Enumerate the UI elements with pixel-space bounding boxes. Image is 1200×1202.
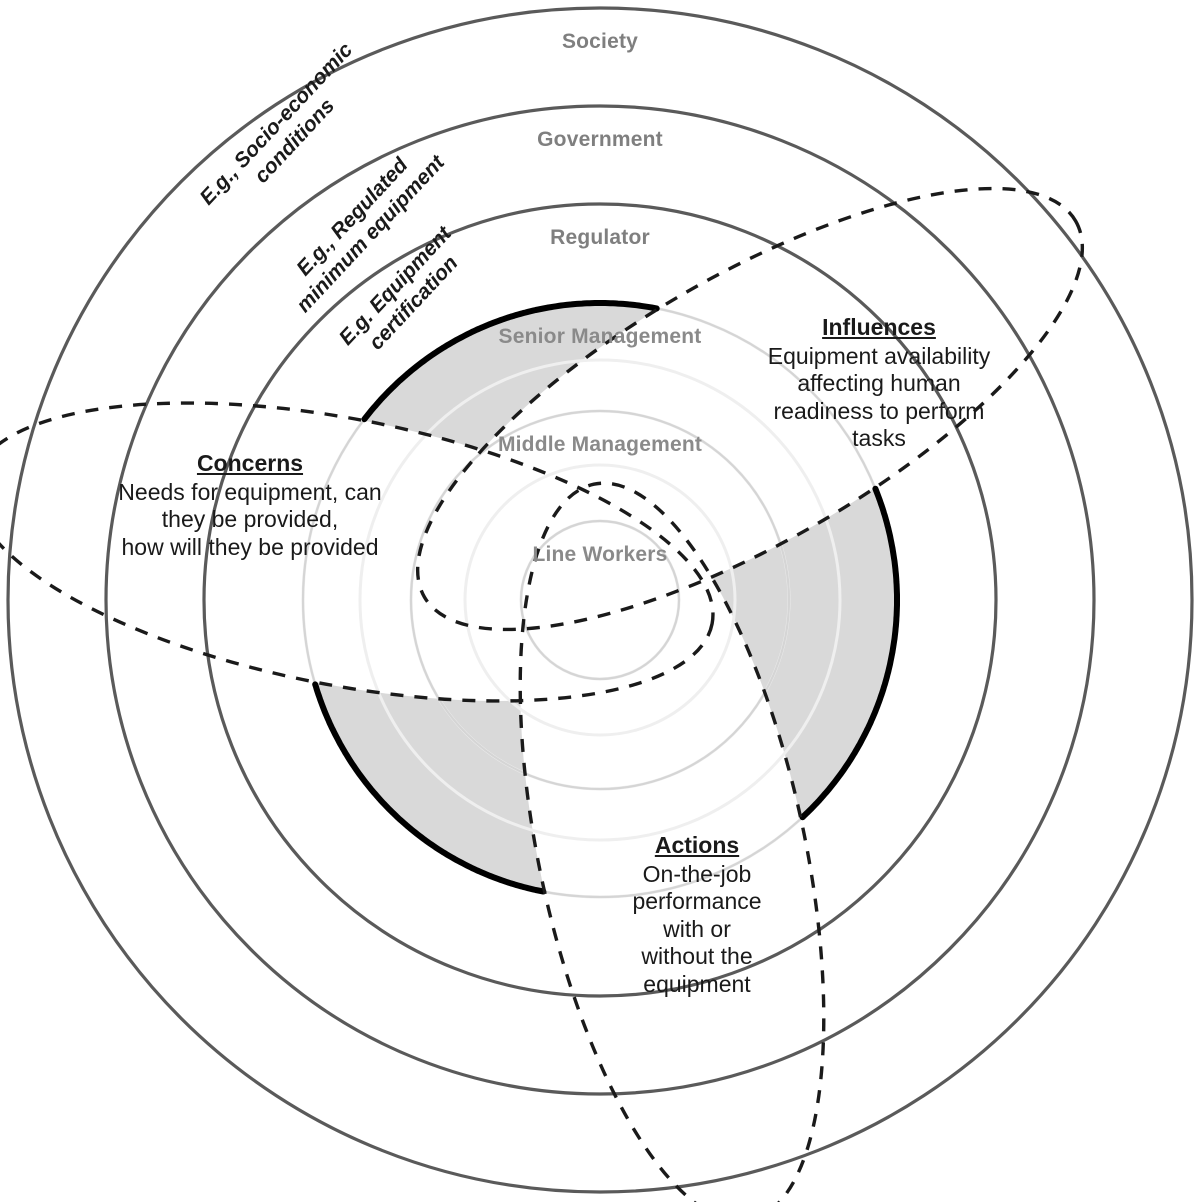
influences-domain <box>415 186 1085 632</box>
callout-line: performance <box>632 888 762 915</box>
callout-line: equipment <box>643 970 751 997</box>
callout-title-concerns: Concerns <box>196 450 304 476</box>
emphasis-arc <box>799 597 900 821</box>
dashed-domain-ellipses <box>0 186 1085 1202</box>
ring-label-regulator: Regulator <box>550 226 650 249</box>
ring-society <box>6 6 1194 1194</box>
ring-label-society: Society <box>561 30 639 53</box>
ring-line-workers <box>519 519 681 681</box>
callout-line: Needs for equipment, can <box>118 478 382 505</box>
emphasis-arcs <box>312 300 900 895</box>
callout-title-actions: Actions <box>654 832 740 858</box>
ring-middle-management <box>409 409 791 791</box>
ring-label-line-workers: Line Workers <box>532 543 668 566</box>
emphasis-arc <box>312 681 547 895</box>
callout-line: On-the-job <box>642 860 752 887</box>
ring-label-senior-management: Senior Management <box>498 325 702 348</box>
callout-line: readiness to perform <box>773 397 985 424</box>
ring-label-government: Government <box>537 128 663 151</box>
callout-title-influences: Influences <box>822 314 936 340</box>
ring-regulator <box>202 202 998 998</box>
ring-government <box>104 104 1096 1096</box>
concentric-rings <box>6 6 1194 1194</box>
emphasis-arc <box>361 300 660 423</box>
callout-line: affecting human <box>797 370 961 397</box>
callout-line: tasks <box>852 425 906 452</box>
ring-label-middle-management: Middle Management <box>497 433 703 456</box>
callout-line: they be provided, <box>161 506 339 533</box>
callout-line: Equipment availability <box>767 342 991 369</box>
callout-line: how will they be provided <box>121 533 379 560</box>
actions-domain <box>518 481 826 1202</box>
concerns-domain <box>0 401 715 703</box>
emphasis-arc <box>872 485 900 603</box>
callout-line: without the <box>641 943 753 970</box>
callout-line: with or <box>663 915 731 942</box>
